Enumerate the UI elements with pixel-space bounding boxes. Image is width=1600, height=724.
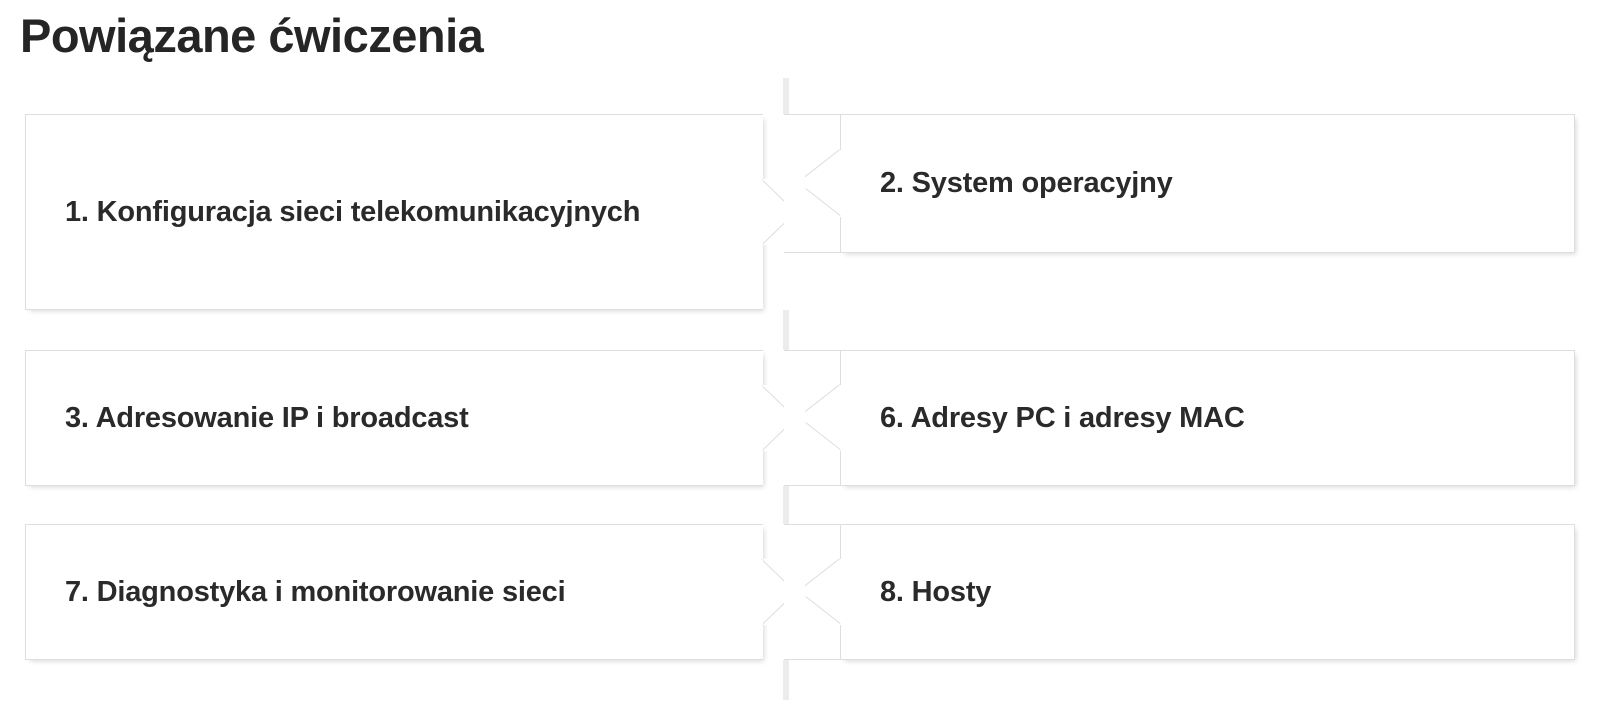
- exercise-card-6[interactable]: 6. Adresy PC i adresy MAC: [784, 350, 1575, 486]
- seam-mask: [760, 386, 763, 450]
- exercise-card-7-label: 7. Diagnostyka i monitorowanie sieci: [65, 575, 566, 608]
- card-side-bottom: [840, 451, 841, 486]
- exercise-card-2[interactable]: 2. System operacyjny: [784, 114, 1575, 253]
- exercise-card-3-label: 3. Adresowanie IP i broadcast: [65, 401, 469, 434]
- card-side-top: [840, 524, 841, 559]
- exercise-card-8[interactable]: 8. Hosty: [784, 524, 1575, 660]
- exercise-card-1[interactable]: 1. Konfiguracja sieci telekomunikacyjnyc…: [25, 114, 795, 310]
- card-edge-bottom: [784, 659, 841, 660]
- card-side-top: [840, 114, 841, 150]
- exercise-card-7[interactable]: 7. Diagnostyka i monitorowanie sieci: [25, 524, 795, 660]
- chevron-notch-lower-icon: [805, 188, 841, 216]
- exercise-card-6-label: 6. Adresy PC i adresy MAC: [880, 401, 1245, 434]
- card-side-top: [840, 350, 841, 385]
- card-body: [840, 114, 1575, 253]
- seam-mask: [760, 560, 763, 624]
- chevron-notch-lower-icon: [805, 422, 841, 450]
- card-side-bottom: [840, 625, 841, 660]
- page-title: Powiązane ćwiczenia: [20, 9, 484, 62]
- chevron-notch-lower-icon: [805, 596, 841, 624]
- chevron-notch-upper-icon: [804, 384, 840, 413]
- card-body: [840, 350, 1575, 486]
- card-body: [25, 114, 763, 310]
- card-edge-top: [784, 114, 841, 115]
- exercise-card-1-label: 1. Konfiguracja sieci telekomunikacyjnyc…: [65, 195, 641, 228]
- exercise-card-3[interactable]: 3. Adresowanie IP i broadcast: [25, 350, 795, 486]
- card-edge-top: [784, 350, 841, 351]
- card-body: [25, 350, 763, 486]
- chevron-notch-upper-icon: [804, 149, 840, 178]
- exercise-card-8-label: 8. Hosty: [880, 575, 992, 608]
- chevron-notch-upper-icon: [804, 558, 840, 587]
- card-edge-top: [784, 524, 841, 525]
- card-edge-bottom: [784, 252, 841, 253]
- card-edge-bottom: [784, 485, 841, 486]
- card-body: [840, 524, 1575, 660]
- exercise-card-2-label: 2. System operacyjny: [880, 167, 1173, 199]
- card-side-bottom: [840, 217, 841, 253]
- seam-mask: [760, 180, 763, 244]
- card-body: [25, 524, 763, 660]
